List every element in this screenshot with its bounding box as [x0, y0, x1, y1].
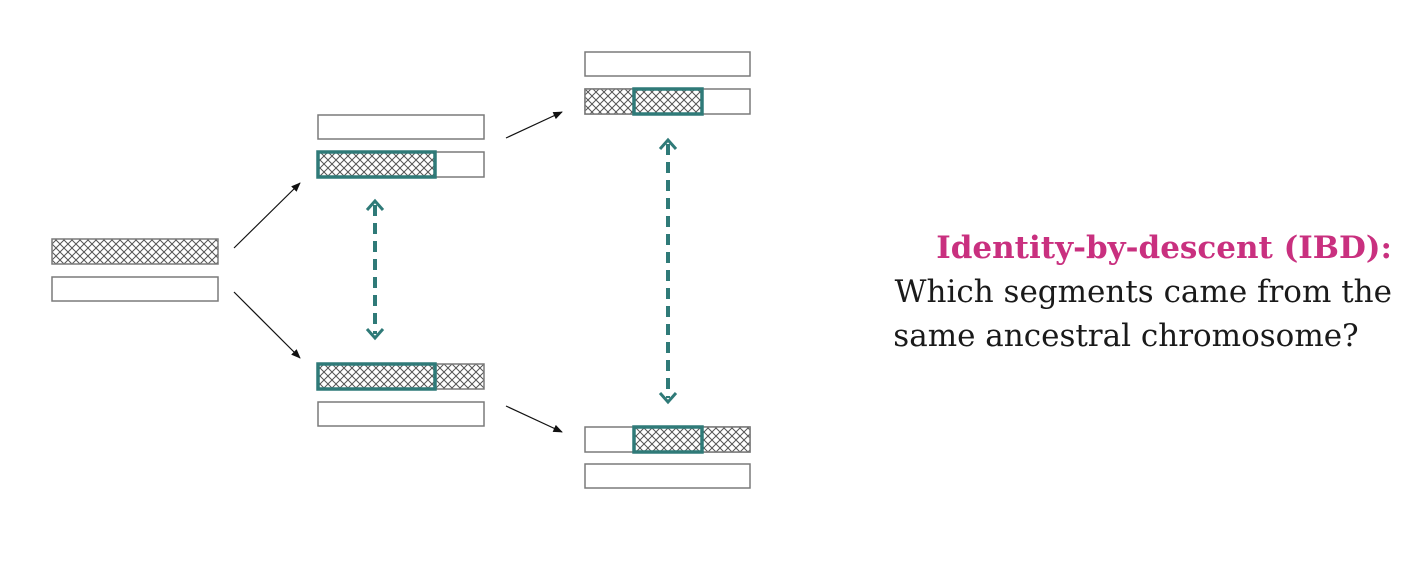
caption: Identity-by-descent (IBD): Which segment…	[820, 226, 1392, 358]
dashed-double-arrow-icon	[365, 198, 385, 341]
arrow-icon	[505, 405, 563, 433]
ancestor-chromosome-hatched	[51, 238, 219, 265]
caption-line-2: same ancestral chromosome?	[893, 318, 1359, 354]
arrow-icon	[233, 182, 301, 249]
chromosome-plain	[584, 51, 751, 77]
generation-3-upper-pair	[584, 51, 751, 116]
generation-2-upper-pair	[316, 114, 485, 179]
caption-line-1: Which segments came from the	[894, 274, 1392, 310]
ibd-segment	[316, 362, 437, 391]
ancestor-pair	[51, 238, 219, 302]
ancestor-chromosome-plain	[51, 276, 219, 302]
generation-2-lower-pair	[316, 362, 485, 427]
ibd-segment	[632, 425, 704, 454]
generation-3-lower-pair	[584, 425, 751, 489]
ibd-segment	[632, 87, 704, 116]
arrow-icon	[233, 291, 301, 359]
dashed-double-arrow-icon	[658, 137, 678, 405]
ibd-segment	[316, 150, 437, 179]
arrow-icon	[505, 111, 563, 139]
chromosome-plain	[317, 114, 485, 140]
caption-heading: Identity-by-descent (IBD):	[936, 230, 1392, 266]
chromosome-plain	[584, 463, 751, 489]
chromosome-plain	[317, 401, 485, 427]
